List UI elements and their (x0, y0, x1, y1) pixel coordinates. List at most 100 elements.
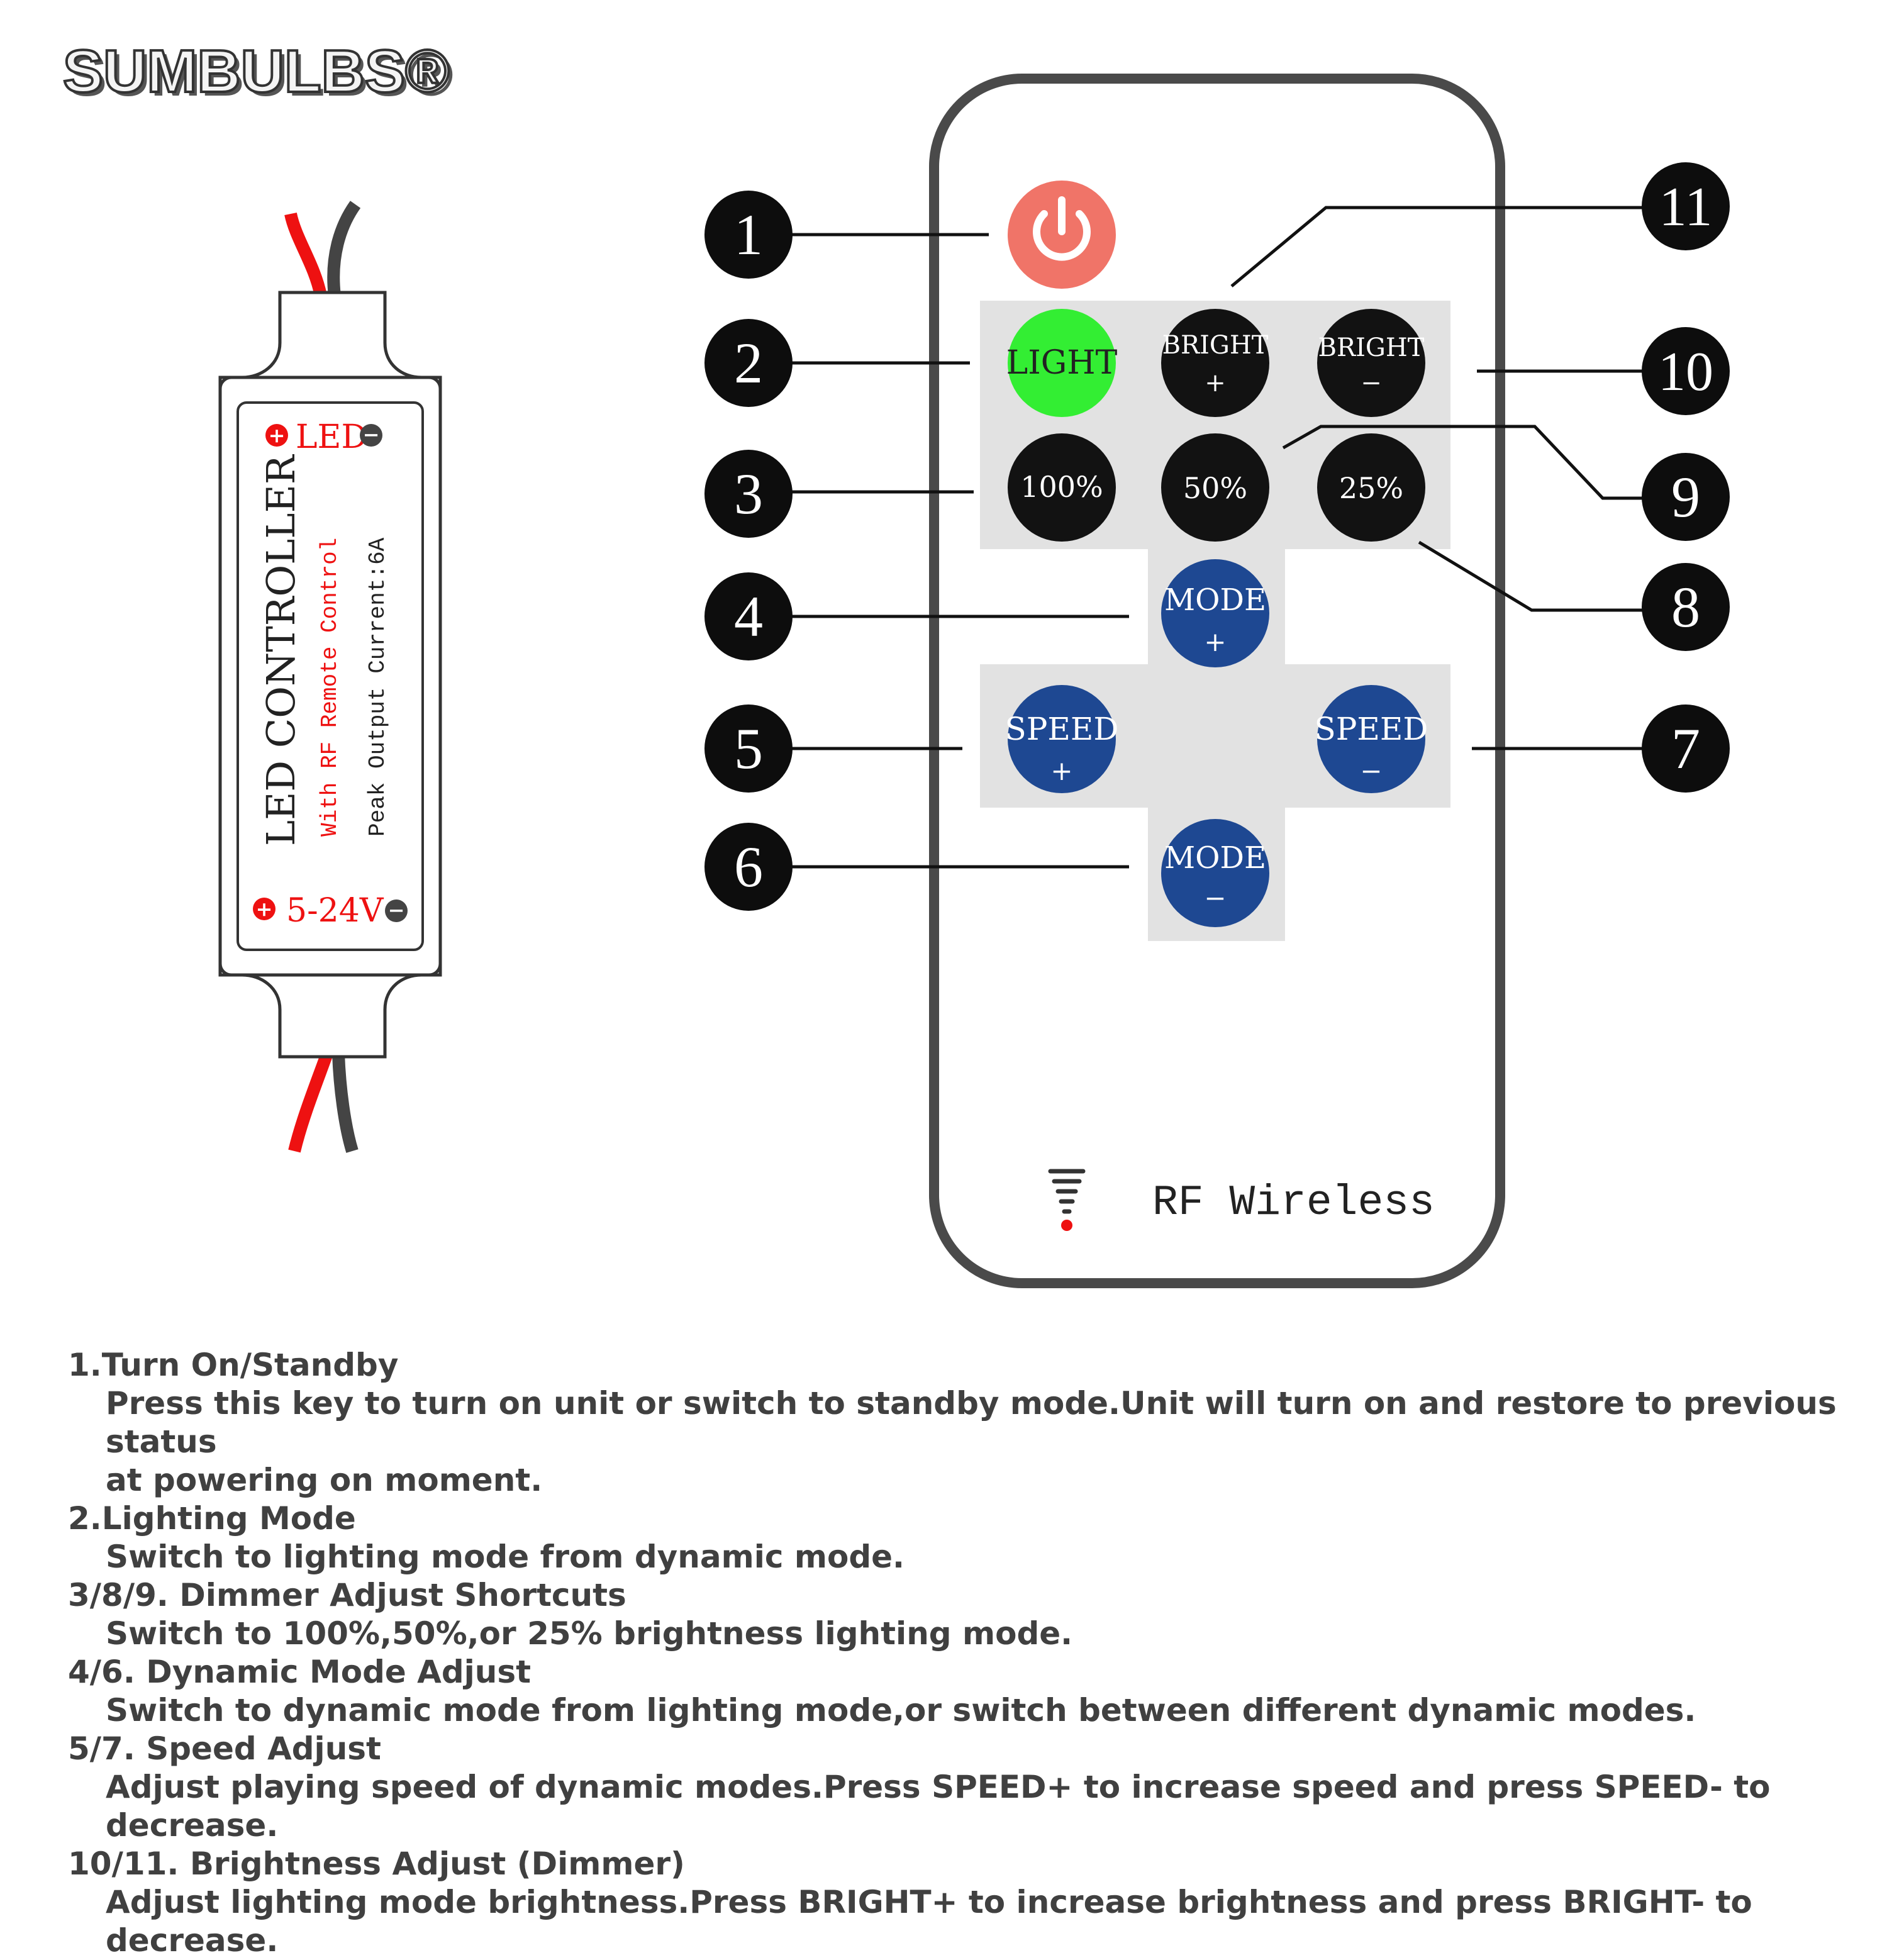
instruction-title-4: 4/6. Dynamic Mode Adjust (68, 1654, 532, 1690)
speed-minus-bg[interactable] (1317, 685, 1425, 793)
power-minus-icon (385, 899, 408, 922)
bright-minus-symbol: − (1361, 369, 1382, 398)
bright-plus-button[interactable]: BRIGHT + (1161, 309, 1269, 417)
bright-minus-label: BRIGHT (1318, 333, 1425, 362)
mode-plus-label: MODE (1164, 582, 1266, 618)
mode-plus-bg[interactable] (1161, 559, 1269, 667)
brightness-25-label: 25% (1339, 471, 1403, 505)
callout-badge-4: 4 (704, 572, 793, 660)
speed-plus-bg[interactable] (1008, 685, 1116, 793)
led-terminal-label: LED (296, 418, 367, 456)
black-wire-bottom (332, 1053, 359, 1153)
power-plus-icon (253, 898, 276, 920)
controller-title: LED CONTROLLER (258, 454, 304, 846)
instruction-title-3: 3/8/9. Dimmer Adjust Shortcuts (68, 1577, 626, 1613)
light-button-label: LIGHT (1006, 344, 1118, 382)
callout-badge-8: 8 (1642, 563, 1730, 651)
speed-plus-button[interactable]: SPEED + (1005, 685, 1119, 793)
bright-plus-label: BRIGHT (1162, 331, 1269, 360)
callout-number-9: 9 (1671, 465, 1700, 529)
callout-number-10: 10 (1658, 342, 1713, 403)
controller-label-panel (237, 401, 424, 951)
mode-plus-button[interactable]: MODE + (1161, 559, 1269, 667)
mode-minus-symbol: − (1204, 883, 1226, 913)
speed-plus-symbol: + (1050, 755, 1072, 786)
instruction-body-2: Switch to lighting mode from dynamic mod… (106, 1539, 905, 1575)
black-wire-top (327, 201, 361, 297)
bright-minus-button-bg[interactable] (1317, 309, 1425, 417)
led-controller: + LED − LED CONTROLLER With RF Remote Co… (218, 201, 442, 1153)
led-minus-symbol: − (363, 423, 380, 447)
callout-number-11: 11 (1659, 177, 1713, 238)
callout-number-1: 1 (734, 203, 763, 267)
callout-number-7: 7 (1671, 716, 1700, 781)
light-button[interactable]: LIGHT (1006, 309, 1118, 417)
callout-badge-1: 1 (704, 191, 793, 279)
instruction-title-1: 1.Turn On/Standby (68, 1347, 399, 1383)
bright-minus-button[interactable]: BRIGHT − (1317, 309, 1425, 417)
instruction-body-1b: at powering on moment. (106, 1462, 543, 1498)
instructions-list: 1.Turn On/Standby Press this key to turn… (68, 1346, 1867, 1960)
instruction-title-2: 2.Lighting Mode (68, 1500, 356, 1537)
rf-signal-icon (1048, 1169, 1086, 1231)
light-button-bg[interactable] (1008, 309, 1116, 417)
led-plus-icon (265, 424, 288, 447)
speed-plus-label: SPEED (1005, 711, 1119, 747)
callout-number-2: 2 (734, 331, 763, 395)
callout-badge-6: 6 (704, 823, 793, 911)
mode-minus-button[interactable]: MODE − (1161, 819, 1269, 927)
mode-plus-symbol: + (1204, 626, 1226, 657)
led-minus-icon (360, 424, 382, 447)
callout-badge-7: 7 (1642, 704, 1730, 793)
instruction-body-1a: Press this key to turn on unit or switch… (106, 1385, 1837, 1460)
power-minus-symbol: − (388, 898, 405, 922)
bright-plus-symbol: + (1205, 369, 1226, 398)
controller-current-rating: Peak Output Current:6A (365, 537, 391, 837)
instruction-title-5: 5/7. Speed Adjust (68, 1730, 381, 1767)
brightness-25-bg[interactable] (1317, 433, 1425, 542)
instruction-body-3: Switch to 100%,50%,or 25% brightness lig… (106, 1615, 1073, 1652)
voltage-label: 5-24V (286, 892, 384, 930)
rf-signal-dot (1061, 1220, 1072, 1231)
instruction-body-6: Adjust lighting mode brightness.Press BR… (106, 1884, 1752, 1959)
brightness-100-bg[interactable] (1008, 433, 1116, 542)
instruction-body-5: Adjust playing speed of dynamic modes.Pr… (106, 1769, 1771, 1844)
bright-plus-button-bg[interactable] (1161, 309, 1269, 417)
callout-badge-9: 9 (1642, 453, 1730, 541)
brightness-50-button[interactable]: 50% (1161, 433, 1269, 542)
callout-number-6: 6 (734, 835, 763, 899)
power-button[interactable] (1008, 181, 1116, 289)
callout-number-5: 5 (734, 716, 763, 781)
callout-line-9 (1282, 425, 1645, 500)
callout-badge-3: 3 (704, 450, 793, 538)
brightness-100-button[interactable]: 100% (1008, 433, 1116, 542)
speed-minus-label: SPEED (1315, 711, 1428, 747)
led-plus-symbol: + (269, 423, 286, 447)
controller-subtitle: With RF Remote Control (317, 538, 343, 837)
callout-lines (785, 206, 1645, 869)
brightness-50-bg[interactable] (1161, 433, 1269, 542)
speed-minus-button[interactable]: SPEED − (1315, 685, 1428, 793)
callout-line-8 (1418, 540, 1645, 612)
brand-logo: SUMBULBS® SUMBULBS® (62, 36, 454, 109)
callout-badge-10: 10 (1642, 327, 1730, 415)
brightness-25-button[interactable]: 25% (1317, 433, 1425, 542)
speed-minus-symbol: − (1360, 755, 1382, 786)
callout-badge-11: 11 (1642, 162, 1730, 250)
callout-number-3: 3 (734, 462, 763, 526)
callout-badge-5: 5 (704, 704, 793, 793)
brightness-100-label: 100% (1020, 470, 1103, 504)
callout-line-11 (1230, 206, 1645, 287)
rf-remote: LIGHT BRIGHT + BRIGHT − 100% 50% 25% (929, 74, 1505, 1288)
power-icon (1033, 210, 1091, 261)
power-plus-symbol: + (256, 897, 273, 921)
mode-minus-label: MODE (1164, 840, 1266, 876)
brightness-50-label: 50% (1183, 471, 1247, 505)
callout-badge-2: 2 (704, 319, 793, 407)
callout-badges: 1 2 3 4 5 6 7 8 (704, 162, 1730, 911)
red-wire-bottom (288, 1051, 333, 1153)
callout-number-4: 4 (734, 584, 763, 649)
callout-number-8: 8 (1671, 575, 1700, 639)
mode-minus-bg[interactable] (1161, 819, 1269, 927)
red-wire-top (284, 212, 327, 298)
